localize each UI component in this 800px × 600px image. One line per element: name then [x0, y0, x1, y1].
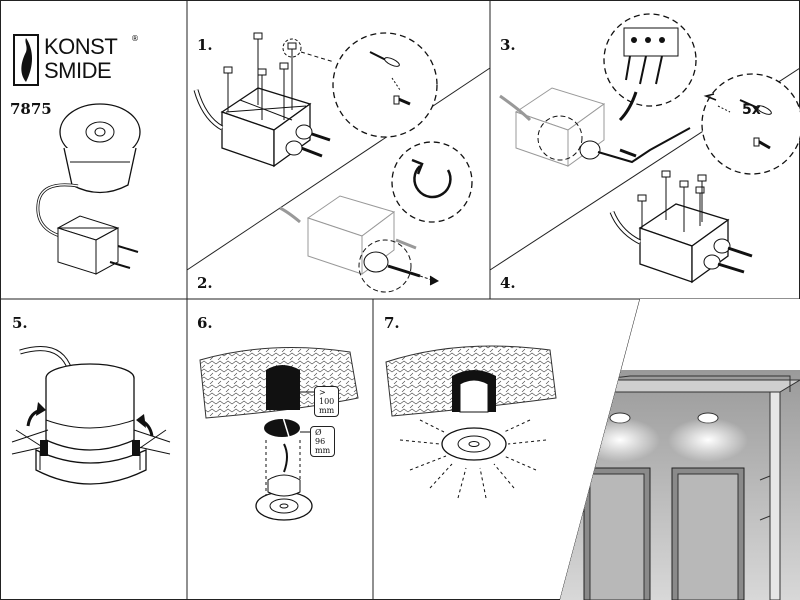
brand-name-line1: KONST — [44, 34, 118, 59]
step-5-number: 5. — [12, 314, 28, 332]
hole-diameter-label: Ø 96 mm — [310, 426, 336, 457]
step-7-number: 7. — [384, 314, 400, 332]
step-1-number: 1. — [197, 36, 213, 54]
hole-depth-label: > 100 mm — [314, 386, 340, 417]
model-number: 7875 — [10, 100, 52, 118]
step-2-number: 2. — [197, 274, 213, 292]
step-4-number: 4. — [500, 274, 516, 292]
brand-flame-logo — [13, 34, 39, 86]
step-6-number: 6. — [197, 314, 213, 332]
brand-name-line2: SMIDE — [44, 58, 112, 83]
step-3-quantity: 5x — [742, 102, 761, 118]
registered-mark: ® — [131, 34, 139, 43]
product-overview-drawing — [36, 103, 141, 275]
step-3-number: 3. — [500, 36, 516, 54]
